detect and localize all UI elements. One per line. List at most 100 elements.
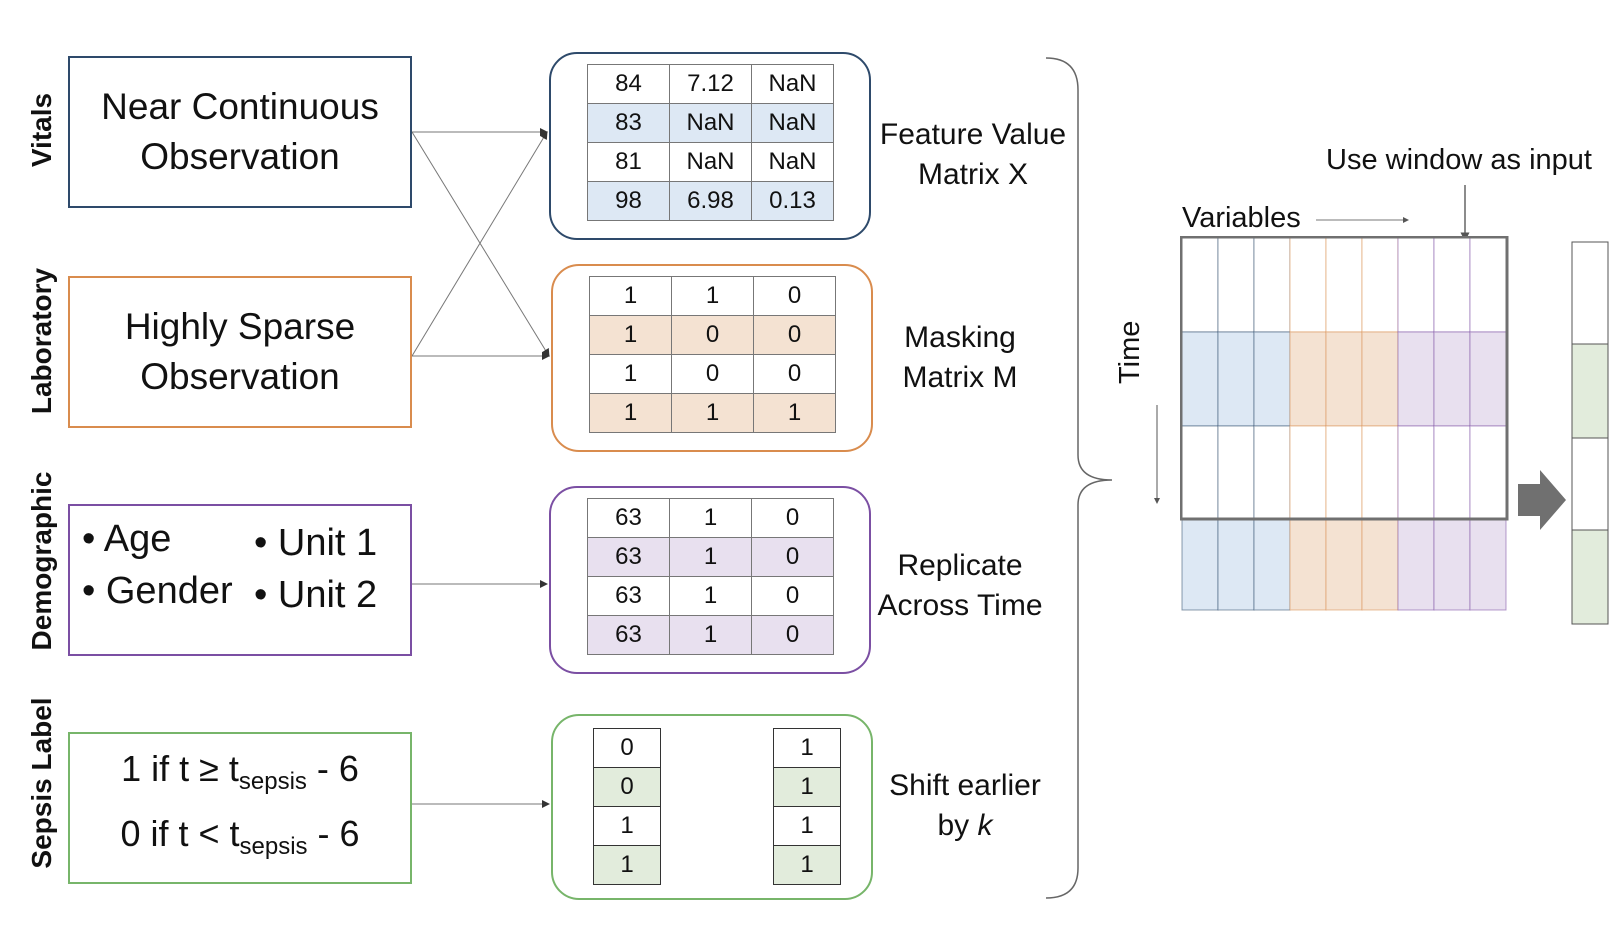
vector-row: 1 [773,845,841,885]
grid-cell [1469,331,1507,427]
matrix-cell: 1 [589,315,672,355]
matrix-cell: 1 [589,393,672,433]
grid-cell [1289,331,1327,427]
lab-line2: Observation [140,356,340,397]
row-label-vitals: Vitals [26,92,57,168]
grid-cell [1253,517,1291,611]
matrix-cell: 0 [753,354,836,394]
row-label-sepsis: Sepsis Label [26,697,57,869]
grid-cell [1397,237,1435,333]
demo-item-unit2: • Unit 2 [254,574,378,616]
grid-cell [1469,517,1507,611]
vitals-line1: Near Continuous [101,86,379,127]
shift-label: Shift earlier by k [889,769,1041,842]
matrix-cell: 0 [751,498,834,538]
grid-cell [1217,331,1255,427]
matrix-cell: 0.13 [751,181,834,221]
grid-cell [1181,425,1219,519]
demo-item-unit1: • Unit 1 [254,522,378,564]
output-cell [1571,241,1609,345]
output-cell [1571,343,1609,439]
vector-row: 1 [593,845,661,885]
time-label: Time [1114,320,1146,384]
matrix-cell: NaN [751,103,834,143]
grid-cell [1433,237,1471,333]
matrix-cell: 0 [753,276,836,316]
vector-cell: 0 [593,767,661,807]
row-label-demographic: Demographic [26,471,57,651]
matrix-cell: 83 [587,103,670,143]
input-window [1180,236,1509,521]
grid-cell [1217,237,1255,333]
vector-cell: 1 [773,806,841,846]
matrix-cell: 0 [671,315,754,355]
grid-cell [1361,331,1399,427]
matrix-cell: 1 [589,354,672,394]
matrix-cell: 1 [671,393,754,433]
grid-cell [1217,517,1255,611]
grid-cell [1253,331,1291,427]
grid-cell [1325,331,1363,427]
lab-line1: Highly Sparse [124,306,356,347]
sepsis-formula-2: 0 if t < tsepsis - 6 [120,813,360,861]
vector-row: 0 [593,767,661,807]
vector-cell: 1 [593,845,661,885]
vector-row: 1 [773,806,841,846]
vector-row: 1 [773,728,841,768]
grid-cell [1361,517,1399,611]
grid-cell [1181,237,1219,333]
grid-cell [1289,517,1327,611]
matrix-cell: 81 [587,142,670,182]
row-label-laboratory: Laboratory [26,267,57,415]
matrix-cell: 1 [669,615,752,655]
grid-cell [1325,237,1363,333]
grid-cell [1289,237,1327,333]
matrix-cell: 1 [753,393,836,433]
replicate-matrix-label: Replicate Across Time [877,549,1043,622]
grid-cell [1181,517,1219,611]
matrix-cell: 0 [751,537,834,577]
matrix-cell: NaN [751,142,834,182]
matrix-cell: 63 [587,576,670,616]
grid-cell [1361,425,1399,519]
grid-cell [1253,237,1291,333]
matrix-cell: 1 [669,498,752,538]
matrix-cell: NaN [669,142,752,182]
grid-cell [1325,517,1363,611]
matrix-cell: 84 [587,64,670,104]
matrix-cell: 1 [589,276,672,316]
demo-item-age: • Age [82,518,172,560]
masking-matrix-label: Masking Matrix M [902,321,1018,394]
grid-cell [1397,517,1435,611]
grid-cell [1433,517,1471,611]
output-cell [1571,529,1609,625]
vector-cell: 0 [593,728,661,768]
grid-cell [1397,331,1435,427]
grid-cell [1469,237,1507,333]
matrix-cell: NaN [751,64,834,104]
matrix-cell: 1 [671,276,754,316]
grid-cell [1361,237,1399,333]
matrix-cell: 0 [671,354,754,394]
matrix-cell: 98 [587,181,670,221]
vector-cell: 1 [593,806,661,846]
vector-row: 1 [593,806,661,846]
matrix-cell: 1 [669,537,752,577]
grid-cell [1217,425,1255,519]
grid-cell [1433,425,1471,519]
grid-cell [1433,331,1471,427]
matrix-cell: 63 [587,498,670,538]
